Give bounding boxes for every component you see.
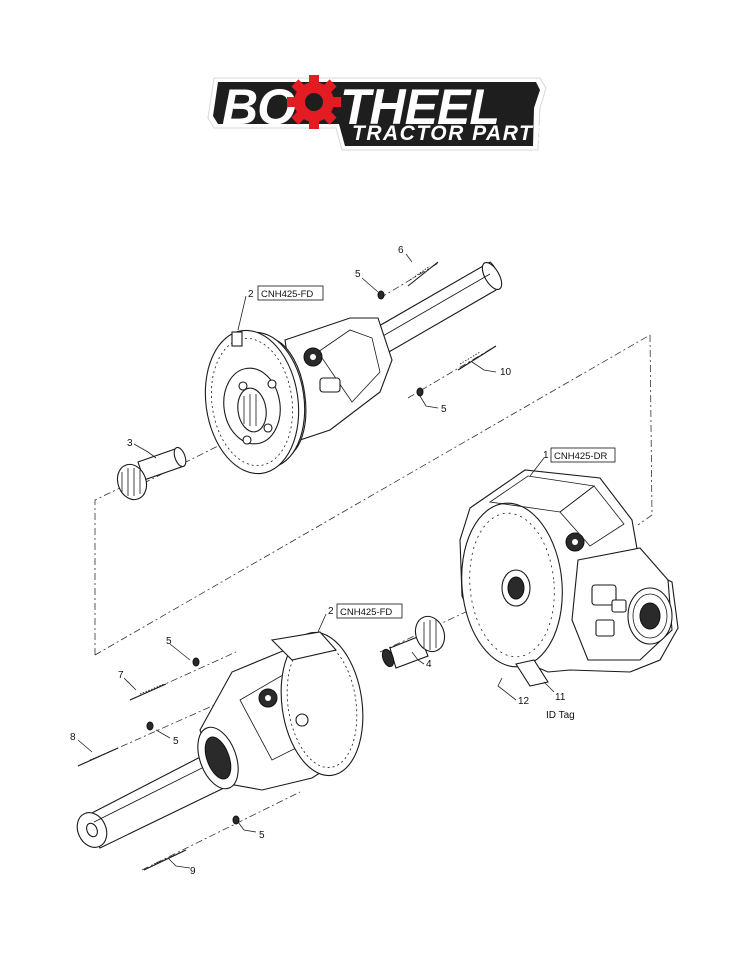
callout-2-top: 2 bbox=[248, 289, 254, 300]
callout-5-c: 5 bbox=[166, 636, 172, 647]
callout-3: 3 bbox=[127, 438, 133, 449]
callout-6: 6 bbox=[398, 245, 404, 256]
hardware-bottom bbox=[77, 657, 240, 871]
center-drive-housing bbox=[459, 469, 679, 687]
bootheel-logo: BO THEEL TRACTOR PARTS bbox=[207, 75, 549, 151]
callout-1: 1 bbox=[543, 450, 549, 461]
callout-5-e: 5 bbox=[259, 830, 265, 841]
logo-brand-left: BO bbox=[222, 79, 296, 135]
callout-leaders bbox=[77, 253, 555, 869]
callout-9: 9 bbox=[190, 866, 196, 877]
final-drive-top bbox=[204, 261, 503, 475]
callout-10: 10 bbox=[500, 367, 512, 378]
code-box-1 bbox=[550, 447, 616, 463]
callout-5-a: 5 bbox=[355, 269, 361, 280]
callout-2-bottom: 2 bbox=[328, 606, 334, 617]
code-1: CNH425-DR bbox=[554, 451, 607, 462]
callout-5-b: 5 bbox=[441, 404, 447, 415]
pinion-gear-top bbox=[116, 446, 187, 501]
code-box-2-bottom bbox=[336, 603, 403, 619]
final-drive-bottom bbox=[76, 631, 364, 849]
code-2-top: CNH425-FD bbox=[261, 289, 313, 300]
callout-5-d: 5 bbox=[173, 736, 179, 747]
pinion-gear-bottom bbox=[381, 615, 446, 669]
code-box-2-top bbox=[257, 285, 324, 301]
callout-11: 11 bbox=[555, 692, 566, 703]
callout-8: 8 bbox=[70, 732, 76, 743]
callout-labels: 6 5 2 CNH425-FD 10 5 3 1 CNH425-DR 2 CNH… bbox=[70, 245, 616, 877]
logo-tagline: TRACTOR PARTS bbox=[352, 122, 549, 145]
hardware-top bbox=[377, 261, 497, 397]
callout-12: 12 bbox=[518, 696, 530, 707]
callout-7: 7 bbox=[118, 670, 124, 681]
gear-icon bbox=[287, 75, 341, 129]
logo-brand-right: THEEL bbox=[340, 79, 499, 135]
callout-4: 4 bbox=[426, 659, 432, 670]
id-tag-label: ID Tag bbox=[546, 710, 575, 721]
code-2-bottom: CNH425-FD bbox=[340, 607, 392, 618]
